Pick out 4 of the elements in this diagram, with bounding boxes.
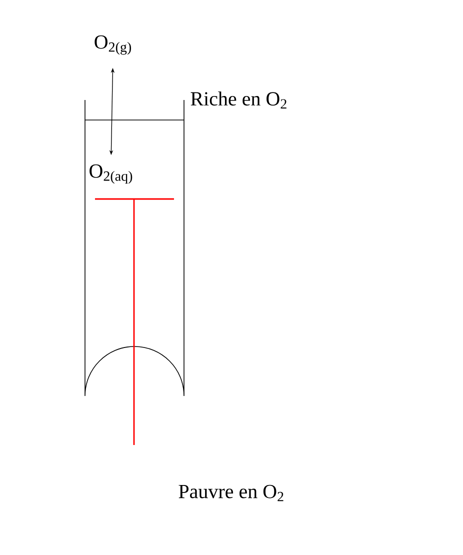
zone-label: Riche en O$_{2}$ — [190, 92, 286, 108]
zone-label: Pauvre en O$_{2}$ — [178, 484, 284, 502]
species-label: O$_{2(g)}$ — [94, 35, 132, 55]
species-label: O$_{2(aq)}$ — [90, 164, 132, 184]
